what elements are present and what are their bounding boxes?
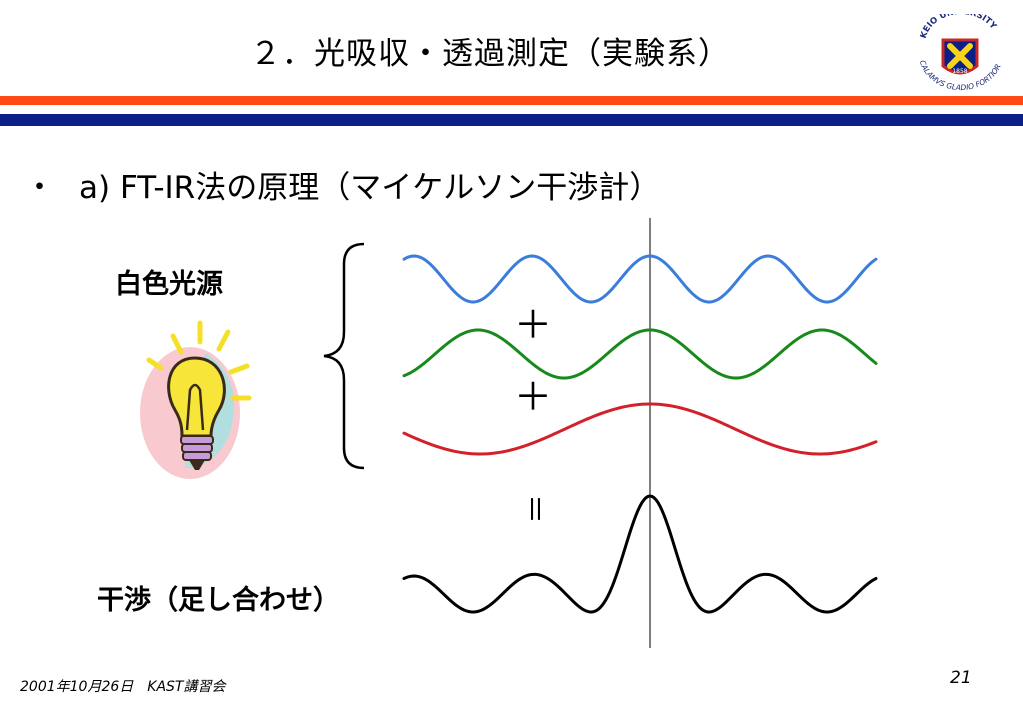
footer-date-event: 2001年10月26日 KAST講習会 (20, 679, 226, 695)
interferogram-wave (402, 494, 878, 614)
keio-logo: KEIO UNIVERSITY CALAMVS GLADIO FORTIOR 1… (918, 14, 1003, 92)
page-number: 21 (950, 668, 972, 688)
curly-brace (323, 242, 365, 470)
bullet-item: ・ a) FT-IR法の原理（マイケルソン干渉計） (24, 162, 660, 207)
header-stripe-navy (0, 114, 1023, 126)
bullet-marker: ・ (24, 170, 55, 206)
green-wave (402, 328, 878, 380)
header-stripe-white (0, 105, 1023, 114)
plus-sign-1: ＋ (514, 303, 553, 347)
red-wave (402, 402, 878, 456)
bullet-text: a) FT-IR法の原理（マイケルソン干渉計） (79, 170, 661, 206)
interference-label: 干渉（足し合わせ） (97, 585, 340, 616)
plus-sign-2: ＋ (514, 375, 553, 419)
slide-title: ２．光吸収・透過測定（実験系） (250, 36, 730, 72)
logo-crossed-pens (947, 43, 973, 69)
logo-year: 1858 (952, 68, 967, 75)
light-bulb-icon (140, 320, 252, 479)
blue-wave (402, 254, 878, 304)
header-stripe-orange (0, 96, 1023, 105)
white-light-source-label: 白色光源 (115, 269, 223, 300)
